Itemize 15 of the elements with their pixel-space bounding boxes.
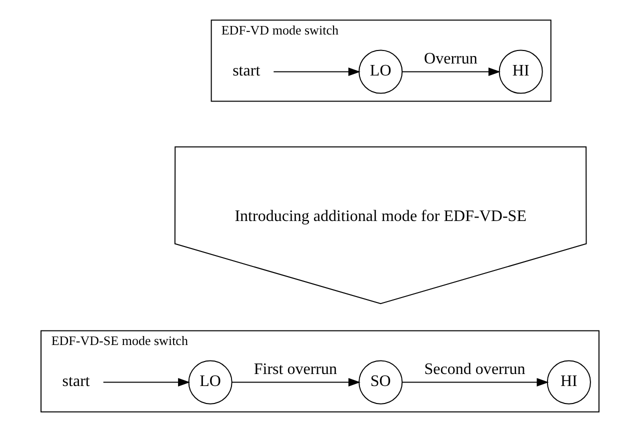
node-circle: LO	[358, 50, 403, 94]
node-circle: HI	[546, 360, 591, 404]
node-text: start	[62, 373, 90, 390]
edge-label: First overrun	[254, 361, 338, 378]
node-circle: LO	[188, 360, 232, 404]
arrow	[102, 378, 190, 386]
node-circle: HI	[498, 50, 543, 94]
node-circle: SO	[358, 360, 403, 404]
arrow	[231, 378, 360, 386]
node-text: start	[232, 62, 260, 80]
arrow	[402, 68, 500, 76]
arrow	[402, 378, 549, 386]
edge-label: Second overrun	[424, 361, 526, 378]
arrow	[273, 68, 360, 76]
edge-label: Overrun	[424, 50, 478, 68]
